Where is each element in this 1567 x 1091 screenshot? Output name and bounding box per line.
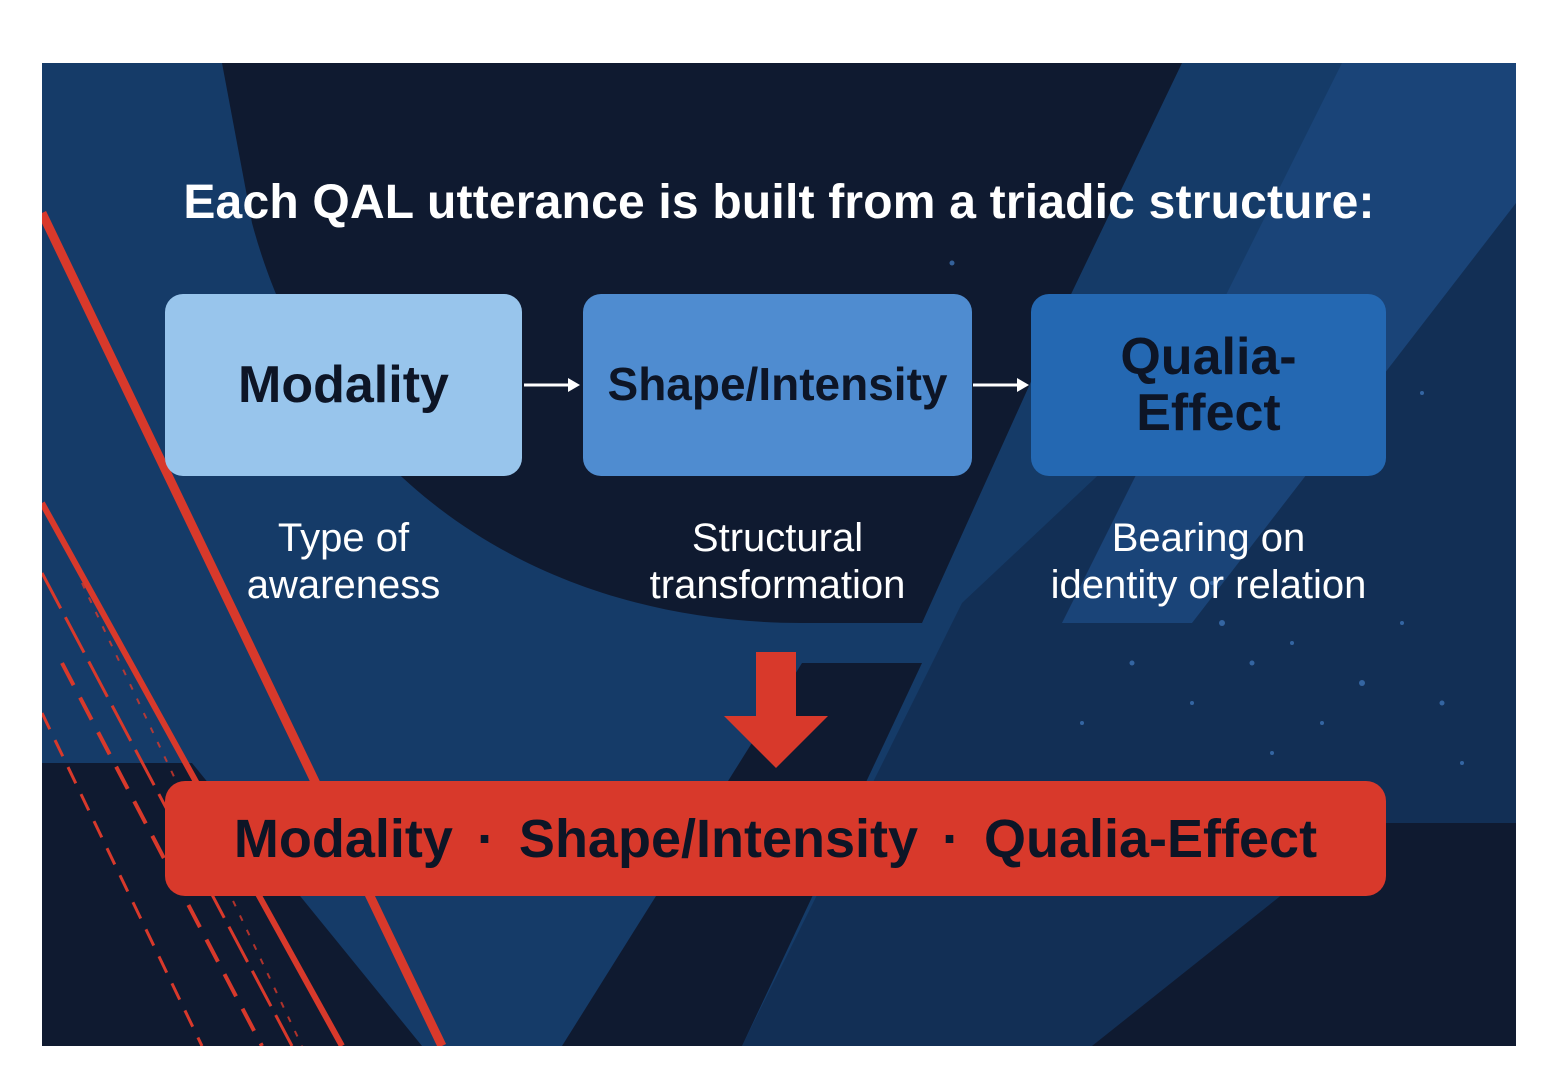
description-line: identity or relation [1050, 563, 1367, 607]
formula-part-modality: Modality [233, 808, 453, 869]
description-line: transformation [649, 563, 906, 607]
formula-part-qualia-effect: Qualia-Effect [984, 808, 1318, 869]
diagram-title: Each QAL utterance is built from a triad… [183, 176, 1375, 229]
modality-label: Modality [238, 355, 449, 414]
shape-intensity-description: Structural transformation [598, 515, 957, 609]
diagram-canvas: Each QAL utterance is built from a triad… [42, 63, 1516, 1046]
description-line: Type of [277, 516, 410, 560]
shape-intensity-label: Shape/Intensity [607, 358, 948, 411]
modality-box: Modality [165, 294, 522, 476]
formula-separator: · [476, 808, 495, 869]
qualia-effect-label-line1: Qualia- [1120, 327, 1297, 386]
qualia-effect-box: Qualia- Effect [1031, 294, 1386, 476]
arrow-down-icon [724, 652, 828, 768]
description-line: Bearing on [1111, 516, 1306, 560]
shape-intensity-box: Shape/Intensity [583, 294, 972, 476]
formula-part-shape-intensity: Shape/Intensity [518, 808, 919, 869]
qualia-effect-label-line2: Effect [1136, 384, 1281, 442]
formula-bar: Modality · Shape/Intensity · Qualia-Effe… [165, 781, 1386, 896]
qualia-effect-description: Bearing on identity or relation [1021, 515, 1396, 609]
description-line: Structural [691, 516, 864, 560]
modality-description: Type of awareness [185, 515, 502, 609]
description-line: awareness [246, 563, 441, 607]
arrow-right-icon [524, 378, 580, 392]
formula-separator: · [942, 808, 960, 869]
arrow-right-icon [973, 378, 1029, 392]
